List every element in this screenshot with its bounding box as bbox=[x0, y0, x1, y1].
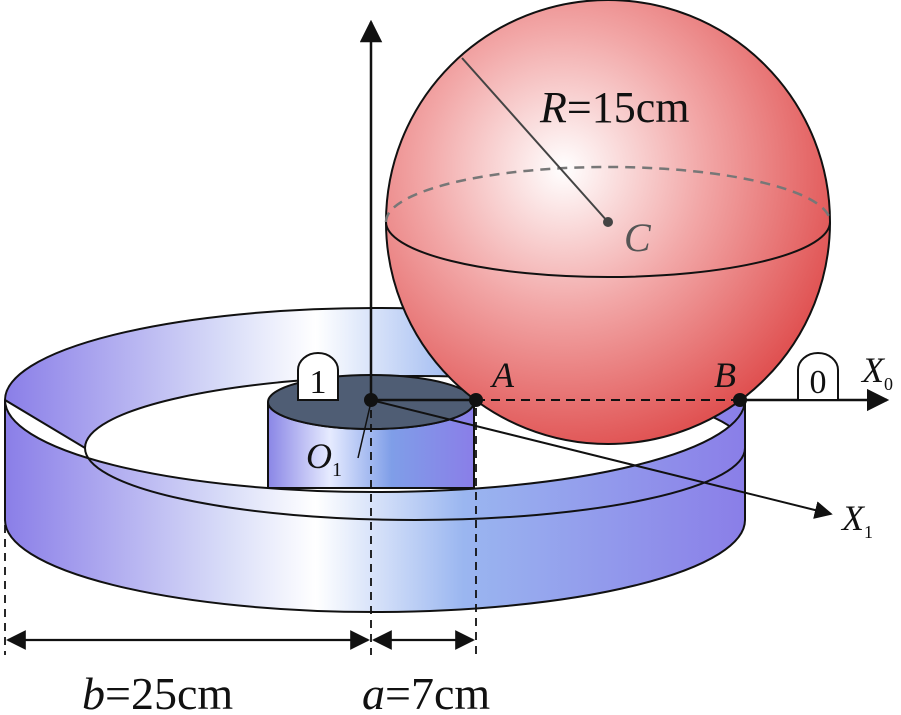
tag-1-text: 1 bbox=[310, 364, 327, 401]
origin-sub: 1 bbox=[332, 459, 342, 481]
origin-main: O bbox=[306, 436, 332, 476]
point-b-label: B bbox=[714, 355, 736, 395]
tag-0: 0 bbox=[797, 352, 839, 401]
dim-a-var: a bbox=[362, 668, 385, 715]
dim-b-label: b=25cm bbox=[82, 668, 233, 715]
x1-axis bbox=[370, 399, 833, 519]
axis-x1-label: X1 bbox=[840, 498, 873, 542]
radius-label: R=15cm bbox=[539, 83, 689, 132]
sphere-equator-back bbox=[384, 165, 832, 223]
center-label: C bbox=[624, 215, 652, 260]
dim-b-var: b bbox=[82, 668, 105, 715]
sphere bbox=[384, 0, 832, 445]
origin-leader bbox=[357, 401, 372, 459]
tag-0-text: 0 bbox=[810, 364, 827, 401]
point-a-label: A bbox=[490, 355, 515, 395]
dim-a-label: a=7cm bbox=[362, 668, 490, 715]
axes bbox=[357, 19, 890, 519]
point-a bbox=[469, 393, 483, 407]
axis-x1-main: X bbox=[840, 498, 866, 538]
dim-a-value: =7cm bbox=[385, 668, 490, 715]
tag-1: 1 bbox=[297, 352, 339, 401]
radius-var: R bbox=[539, 83, 567, 132]
dim-b-value: =25cm bbox=[105, 668, 233, 715]
axis-x0-sub: 0 bbox=[884, 374, 893, 394]
radius-value: =15cm bbox=[567, 83, 690, 132]
sphere-equator-front bbox=[385, 221, 831, 278]
axis-x0-main: X bbox=[860, 350, 886, 390]
axis-x1-sub: 1 bbox=[864, 522, 873, 542]
axis-x0-label: X0 bbox=[860, 350, 893, 394]
point-b bbox=[733, 393, 747, 407]
origin-label: O1 bbox=[306, 436, 342, 481]
outer-ring-front-band bbox=[4, 399, 746, 613]
dimensions bbox=[4, 408, 477, 655]
radius-line bbox=[461, 57, 609, 223]
origin-point bbox=[364, 393, 378, 407]
center-point bbox=[603, 217, 613, 227]
